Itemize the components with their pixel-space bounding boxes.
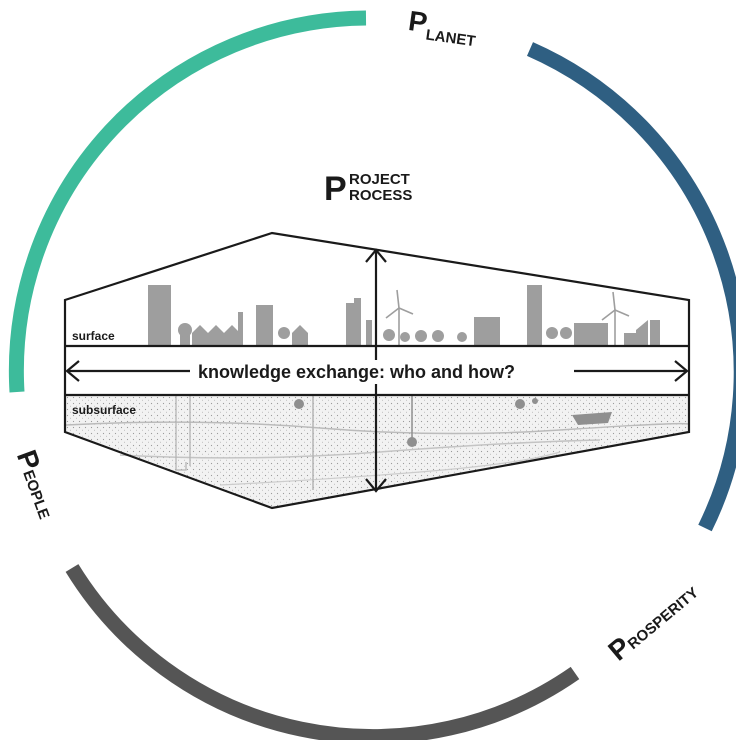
strata-line [119,439,601,459]
exchange-label: knowledge exchange: who and how? [198,362,515,382]
skyline [148,285,660,345]
object-dot [515,399,525,409]
wind-turbine [601,291,630,345]
hexagon-outline [63,231,691,510]
project-process-label: P ROJECT ROCESS [324,170,412,208]
exchange-band-bg [190,360,566,384]
project-initial: P [324,170,347,208]
well-bulb [407,437,417,447]
subsurface-label: subsurface [72,403,136,417]
object-dot [294,399,304,409]
project-line1: ROJECT [349,171,410,188]
planet-arc [8,10,367,393]
prosperity-label: P ROSPERITY [602,584,702,666]
prosperity-rest: ROSPERITY [625,584,702,653]
strata-line [65,421,689,435]
planet-initial: P [407,5,430,38]
wind-turbine [385,289,414,345]
prosperity-arc [526,42,736,532]
people-arc [65,564,580,740]
surface-label: surface [72,329,115,343]
strata-line [219,451,561,486]
people-rest: EOPLE [19,468,52,522]
horizontal-arrow [65,360,689,382]
pipe [175,396,191,471]
object-dot [532,398,538,404]
central-hexagon: knowledge exchange: who and how? surface… [63,231,691,510]
people-label: P EOPLE [11,446,53,522]
planet-label: P LANET [407,5,477,50]
planet-rest: LANET [425,26,477,50]
project-line2: ROCESS [349,187,412,204]
tank-shape [572,412,612,425]
